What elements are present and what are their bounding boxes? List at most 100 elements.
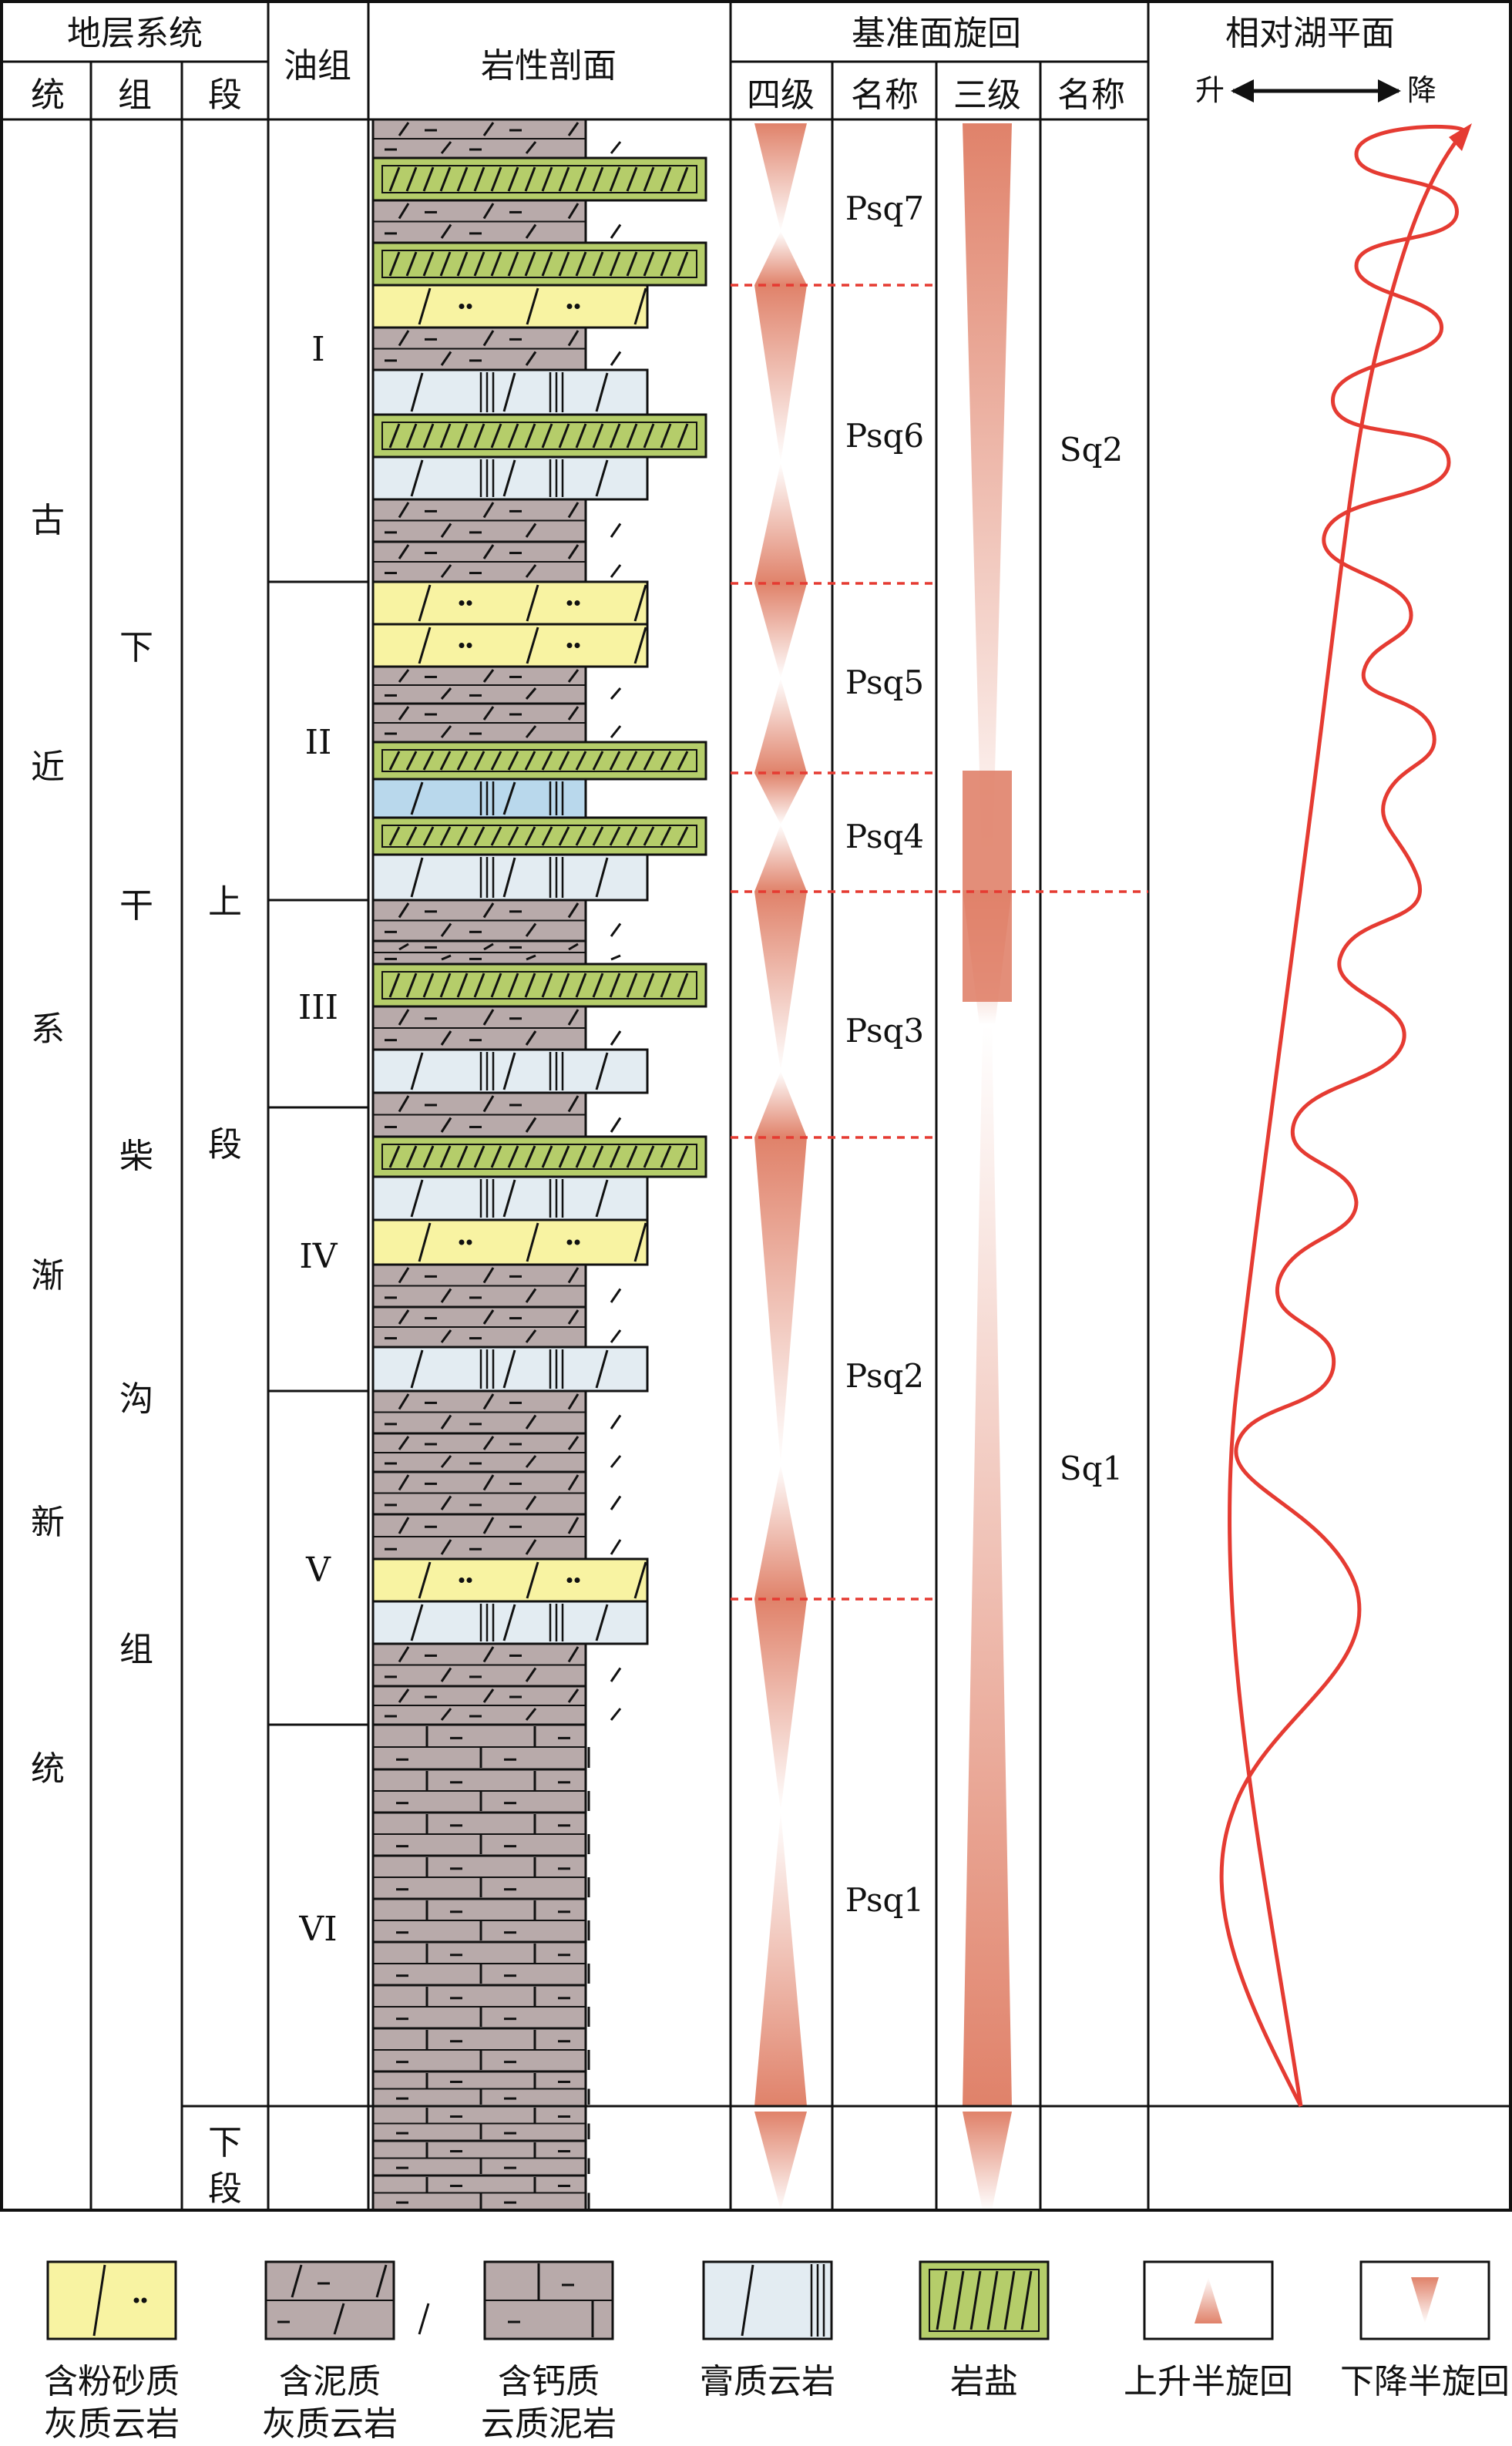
falling-half-cycle [754,2112,807,2210]
bed-muddy-dolomite [371,199,622,244]
psq-label: Psq6 [845,417,924,455]
lower-member-char: 下 [208,2123,242,2162]
bed-muddy-dolomite [371,326,622,371]
rising-half-cycle [754,1464,807,1599]
formation-char: 组 [119,1630,153,1669]
falling-half-cycle [754,892,807,1071]
header-third-order: 三级 [953,76,1021,115]
falling-half-cycle [754,1599,807,1811]
formation-char: 柴 [119,1137,153,1176]
header-fourth-order: 四级 [747,76,815,115]
falling-half-cycle [963,123,1012,890]
oil-group-label: IV [299,1237,338,1276]
legend-label: 含泥质 [279,2362,381,2401]
header-member: 段 [208,76,242,115]
rising-half-cycle [1194,2277,1222,2323]
legend-label: 下降半旋回 [1340,2362,1510,2401]
bed-muddy-dolomite [371,1642,622,1688]
lower-member-char: 段 [208,2169,242,2209]
long-term-lake-level-curve [1228,129,1466,2107]
bed-muddy-dolomite [371,1389,622,1435]
rising-half-cycle [754,825,807,892]
oil-group-labels: I II III IV V VI [298,330,338,1949]
rising-half-cycle [963,1025,1012,2106]
header-relative-lake-level: 相对湖平面 [1225,14,1395,53]
table-grid [0,0,1512,2212]
upper-member-char: 上 [208,882,242,922]
legend-swatch [264,2260,430,2340]
legend-label: 含钙质 [498,2362,600,2401]
falling-half-cycle [754,773,807,825]
short-term-lake-level-curve [1219,124,1467,2108]
legend-label: 膏质云岩 [700,2362,835,2401]
legend-swatch [702,2260,833,2340]
bed-rock-salt [371,741,707,781]
rising-half-cycle [754,1811,807,2106]
legend-label: 岩盐 [950,2362,1018,2401]
legend-label: 上升半旋回 [1124,2362,1293,2401]
system-char: 新 [31,1503,65,1542]
legend-swatch [919,2260,1050,2340]
bed-muddy-dolomite [371,1091,622,1138]
legend-label: 含粉砂质 [44,2362,180,2401]
sequence-names: Psq7 Psq6 Psq5 Psq4 Psq3 Psq2 Psq1 Sq2 S… [845,190,1123,1919]
bed-calcareous-mudstone [371,1768,590,1814]
lake-level-arrowhead [1449,123,1472,151]
bed-muddy-dolomite [371,498,622,543]
falling-half-cycle [754,123,807,231]
header-system: 统 [31,76,65,115]
bed-calcareous-mudstone [371,1984,590,2030]
header-strata-system: 地层系统 [67,14,203,53]
legend-item-fall: 下降半旋回 [1340,2260,1510,2401]
rising-half-cycle [754,462,807,583]
bed-calcareous-mudstone [371,1811,590,1857]
legend-swatch [46,2260,177,2340]
psq-label: Psq5 [845,664,924,701]
bed-muddy-dolomite [371,1432,622,1473]
bed-silty-dolomite [371,580,649,626]
bed-muddy-dolomite [371,1685,622,1726]
header-base-level-cycle: 基准面旋回 [852,14,1021,53]
bed-calcareous-mudstone [371,2174,590,2212]
oil-group-label: I [311,330,324,369]
psq-label: Psq1 [845,1881,924,1919]
bed-silty-dolomite [371,1557,649,1603]
header-oil-group: 油组 [284,46,351,86]
sq-label: Sq2 [1060,431,1123,469]
header-formation: 组 [118,76,152,115]
bed-muddy-dolomite [371,118,622,160]
bed-muddy-dolomite [371,1005,622,1051]
fourth-order-cycles [754,123,807,2210]
sq-label: Sq1 [1060,1450,1123,1487]
system-char: 近 [31,748,65,787]
bed-gypsum-dolomite [371,1175,649,1221]
table-header: 地层系统 统 组 段 油组 岩性剖面 基准面旋回 四级 名称 三级 名称 相对湖… [31,14,1436,115]
psq-label: Psq4 [845,818,924,855]
bed-rock-salt [371,241,707,287]
oil-group-label: III [298,988,338,1027]
system-char: 渐 [31,1256,65,1295]
bed-rock-salt [371,963,707,1008]
header-fall: 降 [1407,73,1436,107]
lithology-column [371,118,707,2212]
rising-half-cycle [754,678,807,773]
header-lithology-section: 岩性剖面 [481,46,617,86]
legend-item-salt: 岩盐 [919,2260,1050,2401]
bed-gypsum-dolomite [371,368,649,416]
legend-swatch [483,2260,614,2340]
psq-label: Psq2 [845,1357,924,1395]
legend-label: 灰质云岩 [44,2404,180,2444]
header-third-name: 名称 [1057,76,1125,115]
bed-silty-dolomite [371,1218,649,1266]
psq-label: Psq7 [845,190,924,227]
bed-muddy-dolomite [371,702,622,744]
falling-half-cycle [1411,2277,1439,2323]
bed-calcareous-mudstone [371,2070,590,2108]
system-char: 古 [31,501,65,540]
oil-group-label: VI [298,1910,337,1949]
bed-rock-salt [371,1135,707,1178]
